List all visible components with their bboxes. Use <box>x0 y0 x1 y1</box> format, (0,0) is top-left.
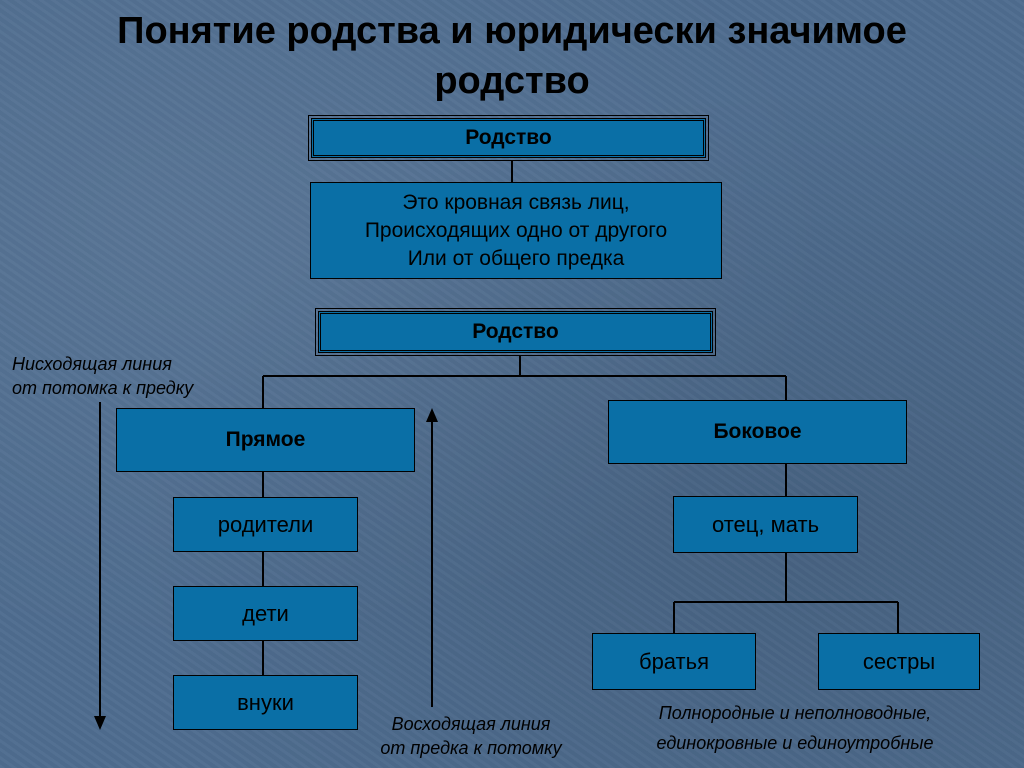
siblings-note-line-2: единокровные и единоутробные <box>656 733 934 753</box>
slide-title: Понятие родства и юридически значимое ро… <box>0 6 1024 106</box>
title-line-2: родство <box>434 60 590 102</box>
lateral-kinship-box: Боковое <box>608 400 907 464</box>
descending-arrow <box>94 402 106 730</box>
descending-line-1: Нисходящая линия <box>12 354 172 374</box>
title-line-1: Понятие родства и юридически значимое <box>117 10 907 52</box>
children-box: дети <box>173 586 358 641</box>
definition-line-3: Или от общего предка <box>407 246 625 270</box>
grandchildren-box: внуки <box>173 675 358 730</box>
ascending-line-2: от предка к потомку <box>380 738 562 758</box>
parents-box: родители <box>173 497 358 552</box>
descending-line-2: от потомка к предку <box>12 378 194 398</box>
descending-line-note: Нисходящая линия от потомка к предку <box>12 352 193 400</box>
sisters-box: сестры <box>818 633 980 690</box>
brothers-box: братья <box>592 633 756 690</box>
kinship-box-second: Родство <box>315 308 716 356</box>
ascending-line-1: Восходящая линия <box>391 714 551 734</box>
kinship-definition-box: Это кровная связь лиц, Происходящих одно… <box>310 182 722 279</box>
ascending-line-note: Восходящая линия от предка к потомку <box>362 712 580 760</box>
ascending-arrow <box>426 408 438 707</box>
definition-line-1: Это кровная связь лиц, <box>402 190 630 214</box>
definition-line-2: Происходящих одно от другого <box>364 218 668 242</box>
father-mother-box: отец, мать <box>673 496 858 553</box>
direct-kinship-box: Прямое <box>116 408 415 472</box>
siblings-note: Полнородные и неполноводные, единокровны… <box>615 698 975 758</box>
kinship-box-top: Родство <box>308 115 709 161</box>
siblings-note-line-1: Полнородные и неполноводные, <box>658 703 932 723</box>
